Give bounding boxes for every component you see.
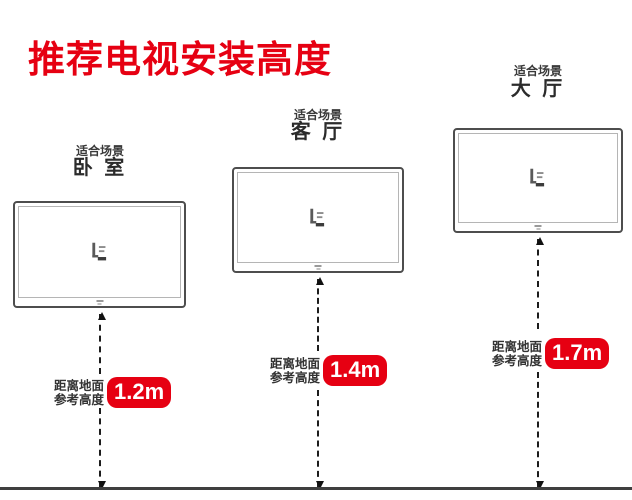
height-label-line2: 参考高度 — [492, 353, 543, 368]
height-arrow-upper — [536, 237, 544, 329]
height-arrow-lower — [316, 390, 324, 489]
tv-stand-mark — [95, 300, 104, 306]
tv-screen — [18, 206, 181, 298]
scene-tag: 适合场景 — [75, 144, 125, 158]
tv-livingroom — [232, 167, 404, 273]
page-title: 推荐电视安装高度 — [28, 39, 332, 80]
height-label-line1: 距离地面 — [270, 356, 321, 371]
height-arrow-upper — [316, 277, 324, 351]
arrow-up-icon — [98, 312, 106, 320]
height-badge: 1.2m — [107, 377, 172, 408]
height-label-text: 距离地面 参考高度 — [54, 379, 104, 407]
height-label-line2: 参考高度 — [54, 392, 105, 407]
height-arrow-lower — [536, 372, 544, 489]
height-arrow-upper — [98, 312, 106, 374]
arrow-down-icon — [316, 481, 324, 489]
letv-logo-icon — [530, 168, 545, 187]
height-label-text: 距离地面 参考高度 — [270, 357, 320, 385]
letv-logo-icon — [91, 242, 106, 261]
floor-line — [0, 487, 632, 490]
arrow-down-icon — [98, 481, 106, 489]
height-label: 距离地面 参考高度 1.4m — [270, 355, 388, 386]
scene-name-hall: 大 厅 — [510, 78, 566, 100]
height-label: 距离地面 参考高度 1.7m — [492, 338, 610, 369]
tv-screen — [458, 133, 618, 223]
scene-tag: 适合场景 — [513, 64, 563, 78]
height-label-line2: 参考高度 — [270, 370, 321, 385]
tv-bedroom — [13, 201, 186, 308]
height-arrow-lower — [98, 408, 106, 489]
letv-logo-icon — [310, 208, 325, 226]
arrow-up-icon — [316, 277, 324, 285]
tv-stand-mark — [533, 225, 543, 231]
height-label-text: 距离地面 参考高度 — [492, 340, 542, 368]
arrow-up-icon — [536, 237, 544, 245]
height-label-line1: 距离地面 — [492, 339, 543, 354]
arrow-down-icon — [536, 481, 544, 489]
height-label: 距离地面 参考高度 1.2m — [54, 377, 172, 408]
tv-stand-mark — [313, 265, 323, 271]
height-label-line1: 距离地面 — [54, 378, 105, 393]
tv-screen — [237, 172, 399, 263]
tv-hall — [453, 128, 623, 233]
height-badge: 1.7m — [545, 338, 610, 369]
scene-name-bedroom: 卧 室 — [72, 157, 128, 179]
scene-name-livingroom: 客 厅 — [290, 121, 346, 143]
scene-tag: 适合场景 — [293, 108, 343, 122]
height-badge: 1.4m — [323, 355, 388, 386]
